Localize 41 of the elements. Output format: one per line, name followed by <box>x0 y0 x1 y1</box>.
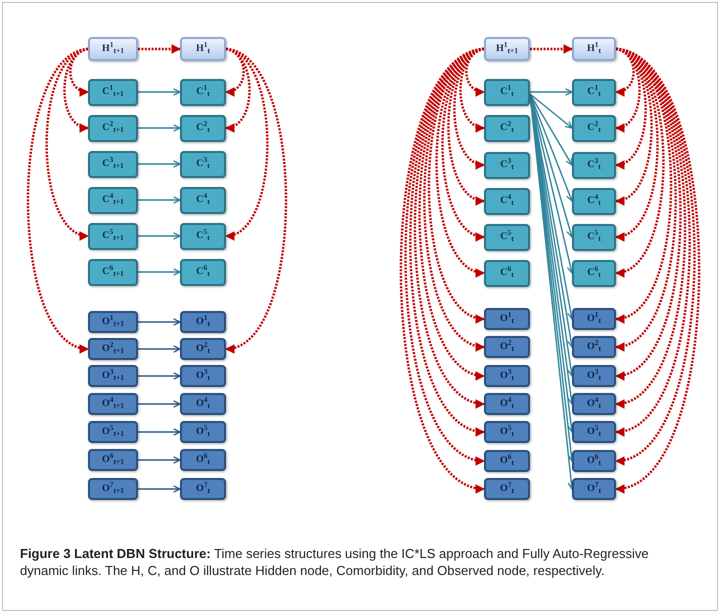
dotted-arrow <box>45 48 89 238</box>
dotted-arrow <box>69 48 89 96</box>
arrow <box>138 196 181 204</box>
dotted-arrow <box>428 48 485 322</box>
dotted-arrow <box>465 48 485 96</box>
arrow <box>138 318 181 326</box>
dotted-arrow <box>225 48 288 351</box>
dotted-arrow <box>435 48 485 276</box>
dotted-arrow <box>423 48 485 349</box>
arrow <box>138 400 181 408</box>
dotted-arrow <box>615 48 641 131</box>
arrow <box>138 485 181 493</box>
arrow <box>138 88 181 96</box>
arrow <box>138 268 181 276</box>
dotted-arrow <box>615 48 635 96</box>
dotted-arrow <box>615 48 647 168</box>
arrow <box>138 232 181 240</box>
figure-caption: Figure 3 Latent DBN Structure: Time series structures using the IC*LS approach and Fully Auto-Regressive dynamic links. The H, C, and O illustrate Hidden node, Comorbidity, and Observed node, respectively. <box>20 545 650 579</box>
arrow <box>138 428 181 436</box>
dotted-arrow <box>26 48 89 351</box>
dotted-arrow <box>225 48 251 131</box>
dotted-arrow <box>138 44 181 54</box>
arrow <box>138 124 181 132</box>
arrow <box>529 94 573 166</box>
dotted-arrow <box>615 48 665 276</box>
dotted-arrow <box>530 44 573 54</box>
dotted-arrow <box>447 48 485 204</box>
arrow <box>138 456 181 464</box>
dotted-arrow <box>225 48 269 238</box>
arrow <box>138 372 181 380</box>
dotted-arrow <box>615 48 659 240</box>
dotted-arrow <box>615 48 672 322</box>
arrow <box>530 93 573 129</box>
dotted-arrow <box>63 48 89 131</box>
dotted-arrow <box>441 48 485 240</box>
arrow <box>138 160 181 168</box>
dotted-arrow <box>453 48 485 168</box>
arrow <box>138 345 181 353</box>
arrow <box>530 88 573 96</box>
dotted-arrow <box>225 48 245 96</box>
dotted-arrow <box>615 48 653 204</box>
